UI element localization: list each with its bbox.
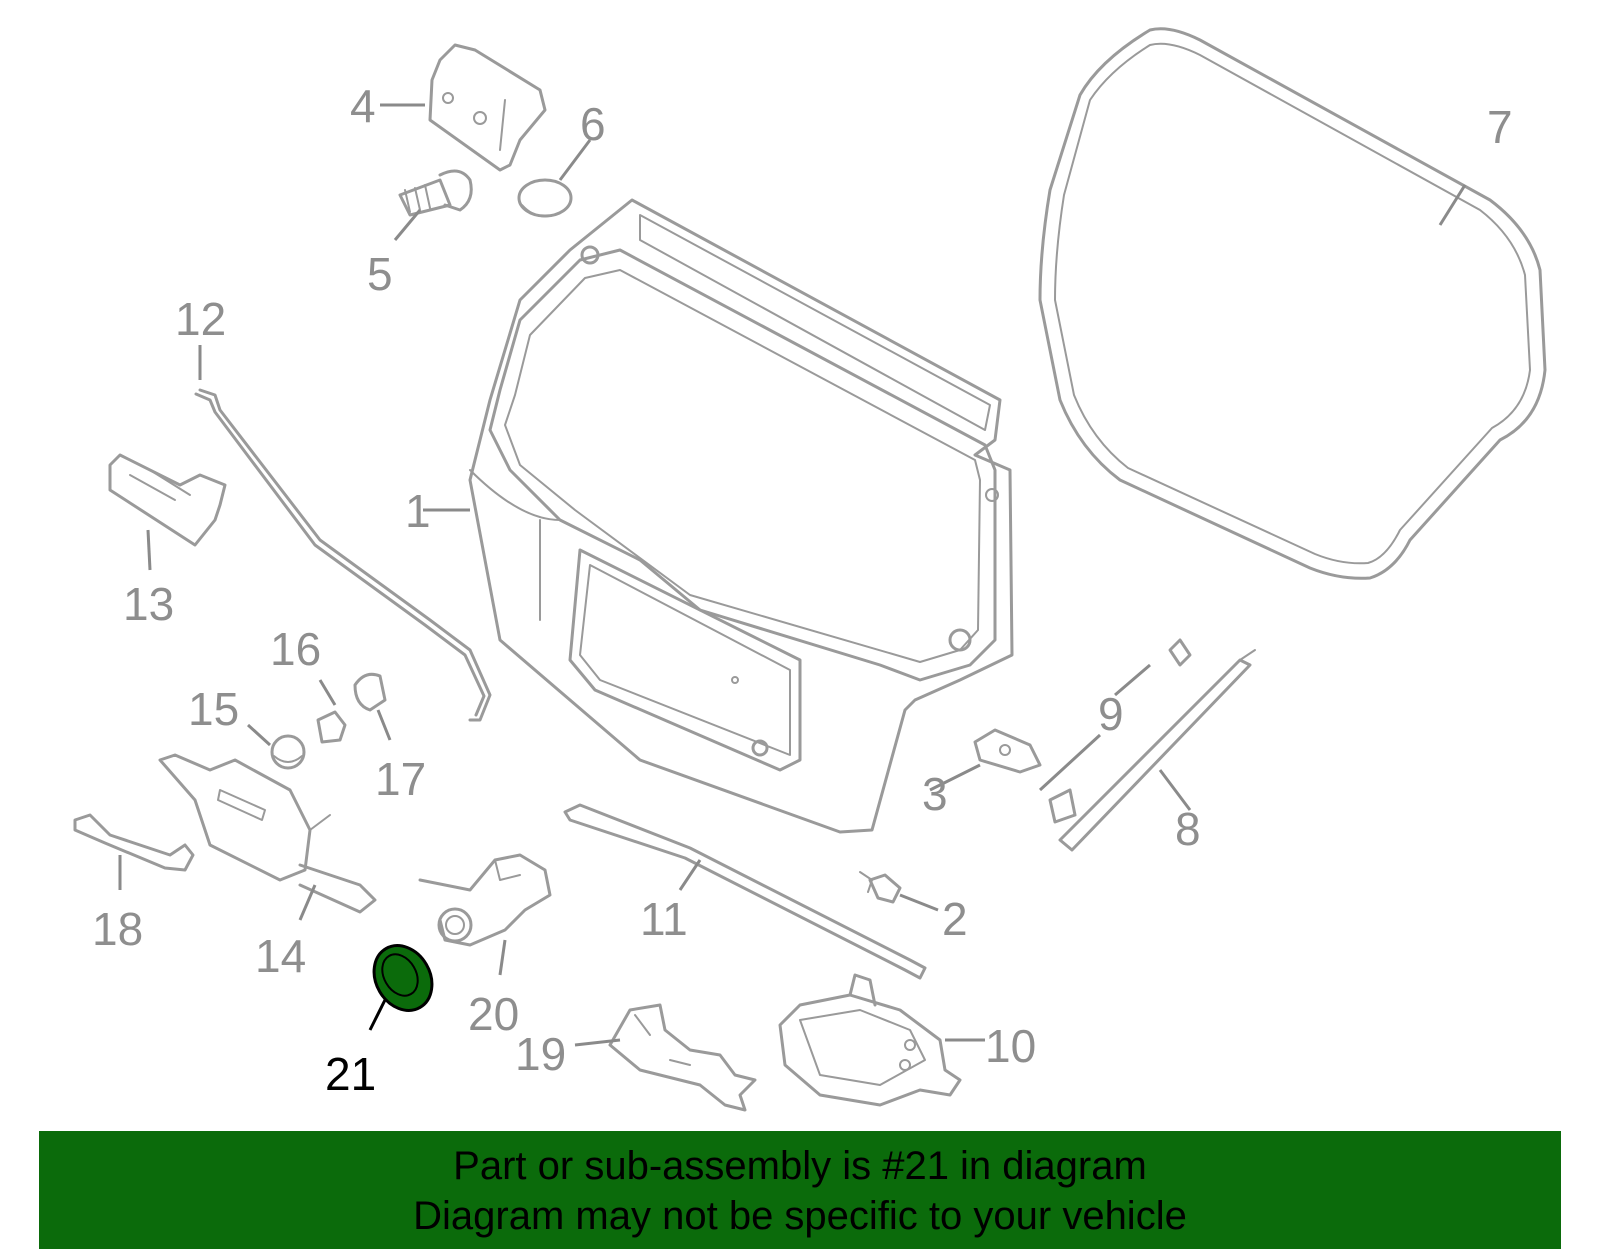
callout-15: 15 bbox=[188, 683, 239, 735]
callout-11: 11 bbox=[640, 893, 688, 945]
part-bolt bbox=[398, 169, 473, 217]
callout-8: 8 bbox=[1175, 803, 1201, 855]
part-bracket-3 bbox=[973, 728, 1042, 774]
leader-lines bbox=[118, 103, 1467, 1047]
callout-14: 14 bbox=[255, 930, 306, 982]
callout-18: 18 bbox=[92, 903, 143, 955]
part-strut bbox=[1048, 638, 1256, 852]
callout-19: 19 bbox=[515, 1028, 566, 1080]
part-rod-12 bbox=[194, 388, 492, 722]
part-glass bbox=[1038, 27, 1547, 580]
part-handle bbox=[108, 453, 227, 547]
callout-3: 3 bbox=[922, 768, 948, 820]
callout-9: 9 bbox=[1098, 688, 1124, 740]
callout-6: 6 bbox=[580, 98, 606, 150]
part-actuator bbox=[158, 753, 377, 914]
info-banner: Part or sub-assembly is #21 in diagram D… bbox=[39, 1131, 1561, 1249]
part-grommet-highlighted bbox=[372, 944, 434, 1012]
callout-12: 12 bbox=[175, 293, 226, 345]
banner-line-disclaimer: Diagram may not be specific to your vehi… bbox=[413, 1194, 1187, 1238]
callout-13: 13 bbox=[123, 578, 174, 630]
part-hinge bbox=[428, 43, 547, 172]
part-rod-18 bbox=[73, 813, 195, 872]
banner-line-part: Part or sub-assembly is #21 in diagram bbox=[453, 1144, 1147, 1188]
callout-20: 20 bbox=[468, 988, 519, 1040]
callout-16: 16 bbox=[270, 623, 321, 675]
part-latch bbox=[778, 973, 962, 1107]
part-liftgate bbox=[468, 198, 1014, 834]
callout-2: 2 bbox=[942, 893, 968, 945]
callout-1: 1 bbox=[405, 485, 431, 537]
part-clip-16 bbox=[316, 710, 347, 744]
callout-10: 10 bbox=[985, 1020, 1036, 1072]
parts-diagram: 4 5 6 7 12 13 1 16 15 17 3 9 8 18 14 11 … bbox=[73, 27, 1547, 1112]
part-bracket bbox=[608, 1003, 757, 1112]
part-bolt-2 bbox=[859, 871, 902, 904]
callout-7: 7 bbox=[1487, 101, 1513, 153]
callout-5: 5 bbox=[367, 248, 393, 300]
part-cap bbox=[517, 178, 573, 218]
callout-17: 17 bbox=[375, 753, 426, 805]
part-clip-17 bbox=[353, 672, 387, 712]
callout-21-highlighted: 21 bbox=[325, 1048, 376, 1100]
part-clip-15 bbox=[270, 734, 306, 770]
part-rod-11 bbox=[563, 803, 927, 980]
callout-4: 4 bbox=[350, 80, 376, 132]
part-lock-cylinder bbox=[418, 853, 552, 947]
